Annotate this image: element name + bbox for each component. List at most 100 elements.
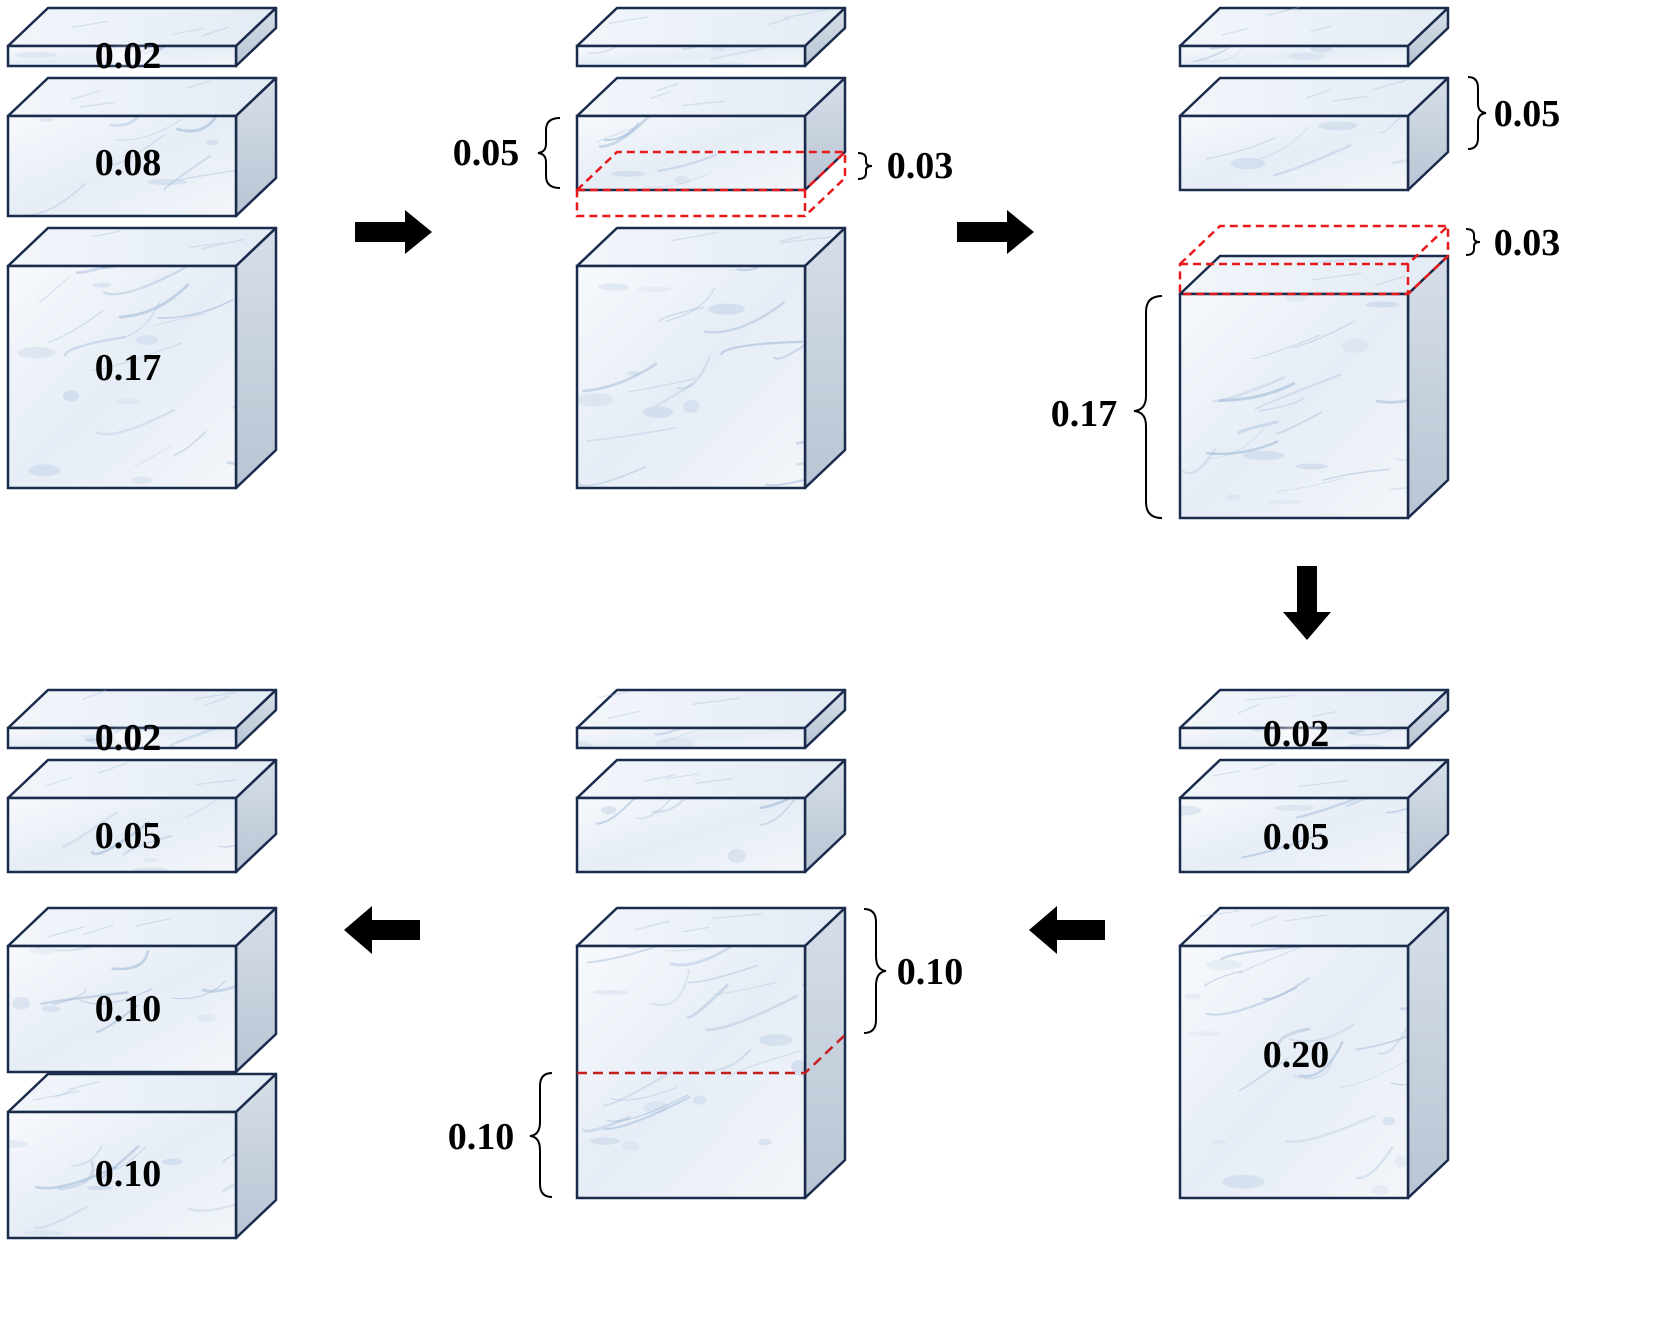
brace-right-label: 0.03 — [887, 145, 954, 187]
marble-texture — [1205, 116, 1408, 177]
slab-front-face — [1180, 46, 1408, 66]
slab-front-face — [577, 46, 805, 66]
marble-texture — [17, 266, 236, 484]
stage-3: 0.05 0.03 0.17 — [1051, 6, 1561, 520]
slab-top — [1178, 6, 1450, 68]
removed-portion-outline — [575, 150, 847, 218]
marble-texture — [12, 946, 236, 1033]
slab-top-face — [6, 1072, 278, 1114]
slab-bottom-label: 0.20 — [1263, 1034, 1330, 1076]
slab-top — [6, 688, 278, 750]
stage-4: 0.02 0.05 0.20 — [1178, 688, 1450, 1200]
marble-texture — [1192, 46, 1333, 63]
slab-top — [575, 6, 847, 68]
slab-lower-2-label: 0.10 — [95, 1153, 162, 1195]
brace-added-label: 0.03 — [1494, 222, 1561, 264]
marble-texture — [27, 116, 236, 216]
middle-brace — [1467, 76, 1487, 150]
marble-texture — [1182, 294, 1408, 505]
marble-texture — [1184, 946, 1408, 1195]
brace-lower-label: 0.10 — [448, 1116, 515, 1158]
label-glow — [88, 44, 168, 68]
slab-top-face — [1178, 76, 1450, 118]
stage-6: 0.02 0.05 0.10 0.10 — [6, 688, 278, 1240]
slab-front-face — [577, 728, 805, 748]
marble-texture — [61, 798, 236, 872]
stage-1: 0.02 0.08 0.17 — [6, 6, 278, 490]
slab-lower-1 — [6, 906, 278, 1074]
slab-front-face — [8, 946, 236, 1072]
slab-top-face — [1178, 254, 1450, 296]
slab-front-face — [1180, 294, 1408, 518]
slab-top-face — [6, 76, 278, 118]
slab-side-face — [803, 226, 847, 490]
added-brace — [1465, 228, 1481, 256]
slab-side-face — [1406, 254, 1450, 520]
right-brace — [857, 152, 873, 180]
slab-front-face — [1180, 798, 1408, 872]
marble-texture — [577, 266, 805, 487]
slab-middle-label: 0.08 — [95, 142, 162, 184]
marble-texture — [1180, 798, 1408, 859]
slab-middle — [6, 758, 278, 874]
slab-front-face — [8, 1112, 236, 1238]
added-layer-outline — [1178, 224, 1450, 296]
arrow-right-1 — [355, 210, 432, 254]
slab-middle — [575, 758, 847, 874]
slab-lower-1-label: 0.10 — [95, 988, 162, 1030]
left-brace — [537, 117, 561, 189]
slab-bottom-label: 0.17 — [95, 347, 162, 389]
marble-texture — [582, 946, 805, 1152]
brace-middle-label: 0.05 — [1494, 93, 1561, 135]
slab-top-face — [1178, 758, 1450, 800]
arrow-right-2 — [957, 210, 1034, 254]
slab-front-face — [8, 116, 236, 216]
bottom-brace — [1133, 295, 1163, 519]
slab-bottom — [1178, 254, 1450, 520]
slab-top-face — [575, 76, 847, 118]
slab-middle — [1178, 758, 1450, 874]
slab-middle-label: 0.05 — [1263, 816, 1330, 858]
slab-top — [6, 6, 278, 68]
arrow-left-1 — [1029, 906, 1105, 954]
brace-left-label: 0.05 — [453, 132, 520, 174]
slab-front-face — [577, 266, 805, 488]
slab-bottom — [1178, 906, 1450, 1200]
arrow-down — [1283, 566, 1331, 640]
slab-top-face — [575, 906, 847, 948]
stage-5: 0.10 0.10 — [448, 688, 964, 1200]
slab-top-face — [6, 226, 278, 268]
slab-middle — [1178, 76, 1450, 192]
slab-top-face — [575, 758, 847, 800]
stage-2: 0.05 0.03 — [453, 6, 954, 490]
slab-bottom — [575, 226, 847, 490]
slab-top — [575, 688, 847, 750]
slab-top-label: 0.02 — [1263, 713, 1330, 755]
slab-top-face — [6, 906, 278, 948]
slab-front-face — [8, 798, 236, 872]
arrow-left-2 — [344, 906, 420, 954]
brace-bottom-label: 0.17 — [1051, 393, 1118, 435]
marble-texture — [595, 798, 797, 863]
slab-bottom — [6, 226, 278, 490]
label-glow — [1256, 722, 1336, 746]
slab-side-face — [234, 226, 278, 490]
slab-top-label: 0.02 — [95, 35, 162, 77]
slab-front-face — [8, 266, 236, 488]
slab-top-label: 0.02 — [95, 717, 162, 759]
slab-top-face — [6, 758, 278, 800]
upper-brace — [863, 908, 887, 1034]
slab-middle — [6, 76, 278, 218]
brace-upper-label: 0.10 — [897, 951, 964, 993]
slab-top-face — [1178, 6, 1450, 48]
slab-front-face — [577, 798, 805, 872]
slab-bottom — [575, 906, 847, 1200]
marble-texture — [8, 1140, 236, 1236]
label-glow — [88, 726, 168, 750]
slab-middle-label: 0.05 — [95, 815, 162, 857]
slab-lower-2 — [6, 1072, 278, 1240]
slab-middle — [575, 76, 847, 192]
split-line — [577, 1034, 846, 1075]
slab-top-face — [575, 688, 847, 730]
